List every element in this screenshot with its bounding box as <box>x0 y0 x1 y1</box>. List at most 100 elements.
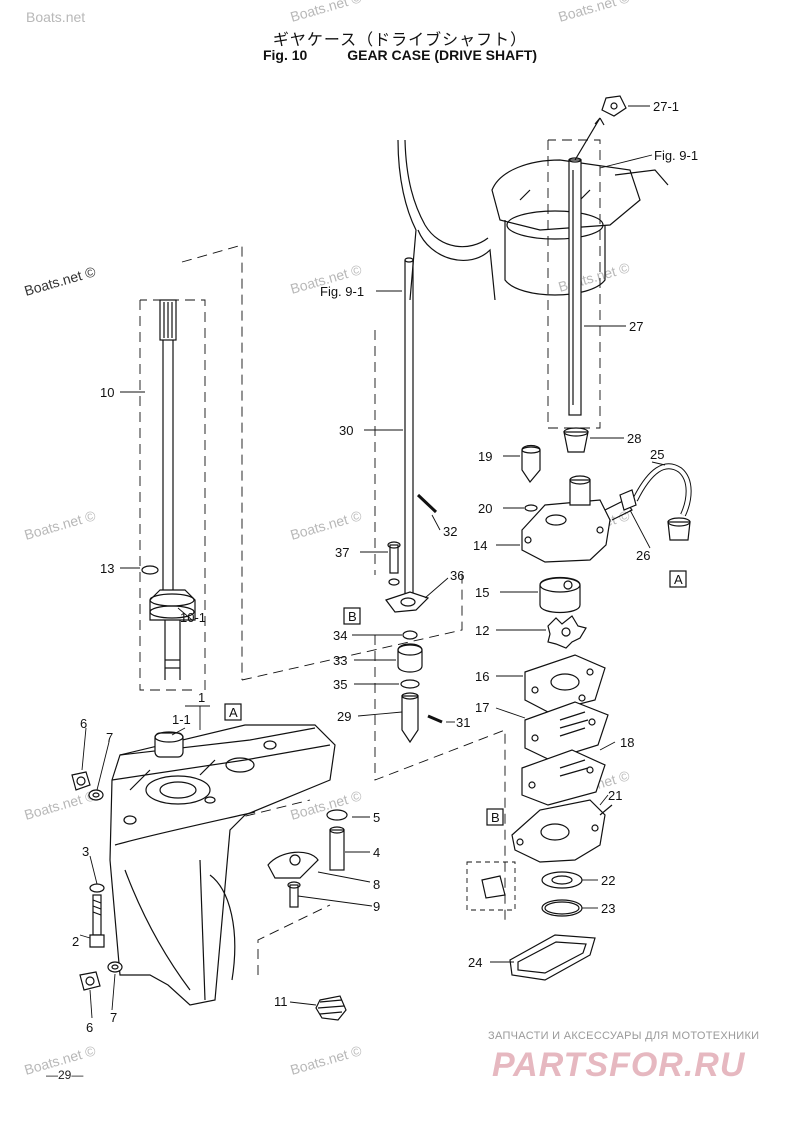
gasket-part-16 <box>524 654 606 713</box>
callout-label: 33 <box>333 653 347 668</box>
bolt-part-2 <box>89 894 105 948</box>
callout-label: 30 <box>339 423 353 438</box>
callout-label: 7 <box>106 730 113 745</box>
figure-number: Fig. 10 <box>262 47 308 63</box>
shift-cam-part-29 <box>401 692 419 744</box>
impeller-part-12 <box>547 615 587 649</box>
key-detail-box <box>466 861 516 911</box>
callout-label: A <box>674 572 683 587</box>
plug-part-6-top <box>71 771 91 791</box>
watermark: Boats.net © <box>22 787 98 823</box>
callout-label: 8 <box>373 877 380 892</box>
callout-label: 16 <box>475 669 489 684</box>
callout-label: 27 <box>629 319 643 334</box>
bushing-part-1-1 <box>154 731 184 758</box>
callout-label: 26 <box>636 548 650 563</box>
assembly-guide-lines <box>139 139 601 975</box>
callout-label: 4 <box>373 845 380 860</box>
callout-label: 12 <box>475 623 489 638</box>
pin-part-13 <box>141 565 159 575</box>
store-logo: PARTSFOR.RU <box>492 1046 746 1084</box>
watermark: Boats.net © <box>556 0 632 25</box>
store-tagline: ЗАПЧАСТИ И АКСЕССУАРЫ ДЛЯ МОТОТЕХНИКИ <box>488 1030 760 1042</box>
callout-label: 15 <box>475 585 489 600</box>
gasket-part-7-bottom <box>107 961 123 973</box>
watermark: Boats.net © <box>288 0 364 25</box>
gasket-part-7-top <box>88 789 104 801</box>
callout-label: 17 <box>475 700 489 715</box>
callout-label: Fig. 9-1 <box>654 148 698 163</box>
bolt-part-4 <box>329 826 345 871</box>
callout-label: 3 <box>82 844 89 859</box>
callout-label: 5 <box>373 810 380 825</box>
callout-label: 10-1 <box>180 610 206 625</box>
page-number: —29— <box>46 1068 84 1082</box>
callout-label: 9 <box>373 899 380 914</box>
callout-label: 6 <box>80 716 87 731</box>
callout-label: 36 <box>450 568 464 583</box>
callout-label: 37 <box>335 545 349 560</box>
leader-lines <box>79 105 666 1019</box>
callout-label: 23 <box>601 901 615 916</box>
callout-label: 1-1 <box>172 712 191 727</box>
pin-part-31 <box>427 714 443 724</box>
shift-rod-bushing-part-36 <box>385 591 430 613</box>
o-ring-part-35 <box>400 679 420 689</box>
shift-rod-part-30 <box>404 257 414 609</box>
callout-label: 6 <box>86 1020 93 1035</box>
bolt-part-37 <box>387 541 401 586</box>
watermark: Boats.net <box>26 9 85 25</box>
washer-part-3 <box>89 883 105 893</box>
hose-part-25 <box>632 463 692 517</box>
o-ring-part-34 <box>402 630 418 640</box>
callout-label: 29 <box>337 709 351 724</box>
callout-label: B <box>491 810 500 825</box>
watermark: Boats.net © <box>556 259 632 295</box>
callout-label: 19 <box>478 449 492 464</box>
callout-label: A <box>229 705 238 720</box>
grommet-part-26 <box>619 489 691 541</box>
callout-label: 27-1 <box>653 99 679 114</box>
water-tube-part-27 <box>568 157 582 416</box>
pump-housing-part-14 <box>521 475 633 563</box>
title-japanese: ギヤケース（ドライブシャフト） <box>272 32 528 49</box>
grommet-part-27-1 <box>574 95 627 161</box>
callout-label: 34 <box>333 628 347 643</box>
watermark: Boats.net © <box>288 1042 364 1078</box>
callout-label: 11 <box>274 994 288 1009</box>
watermark: Boats.net © <box>22 507 98 543</box>
callout-label: 28 <box>627 431 641 446</box>
callout-label: 24 <box>468 955 482 970</box>
gasket-part-24 <box>509 934 596 981</box>
callout-label: 21 <box>608 788 622 803</box>
callout-label: 18 <box>620 735 634 750</box>
plug-part-6-bottom <box>79 971 101 991</box>
insert-cartridge-part-15 <box>539 576 581 614</box>
watermark: Boats.net © <box>22 263 98 299</box>
washer-part-5 <box>326 809 348 821</box>
callout-label: 22 <box>601 873 615 888</box>
bolt-part-19 <box>521 444 541 484</box>
callout-label: 35 <box>333 677 347 692</box>
exhaust-housing-part <box>397 139 669 301</box>
callout-label: 13 <box>100 561 114 576</box>
callout-label: 2 <box>72 934 79 949</box>
pin-part-32 <box>416 493 438 514</box>
pump-case-part-21 <box>511 799 613 863</box>
callout-label: 20 <box>478 501 492 516</box>
callout-label: 14 <box>473 538 487 553</box>
callout-label: 10 <box>100 385 114 400</box>
pinion-gear-part-11 <box>315 995 347 1021</box>
reference-boxes <box>224 570 687 826</box>
callout-label: 1 <box>198 690 205 705</box>
callout-label: Fig. 9-1 <box>320 284 364 299</box>
screw-part-9 <box>287 881 301 908</box>
plate-part-8 <box>267 851 319 879</box>
callout-label: 25 <box>650 447 664 462</box>
callout-label: 32 <box>443 524 457 539</box>
o-ring-part-23 <box>541 899 583 917</box>
callout-label: B <box>348 609 357 624</box>
grommet-part-28 <box>563 427 589 453</box>
watermark: Boats.net © <box>288 507 364 543</box>
